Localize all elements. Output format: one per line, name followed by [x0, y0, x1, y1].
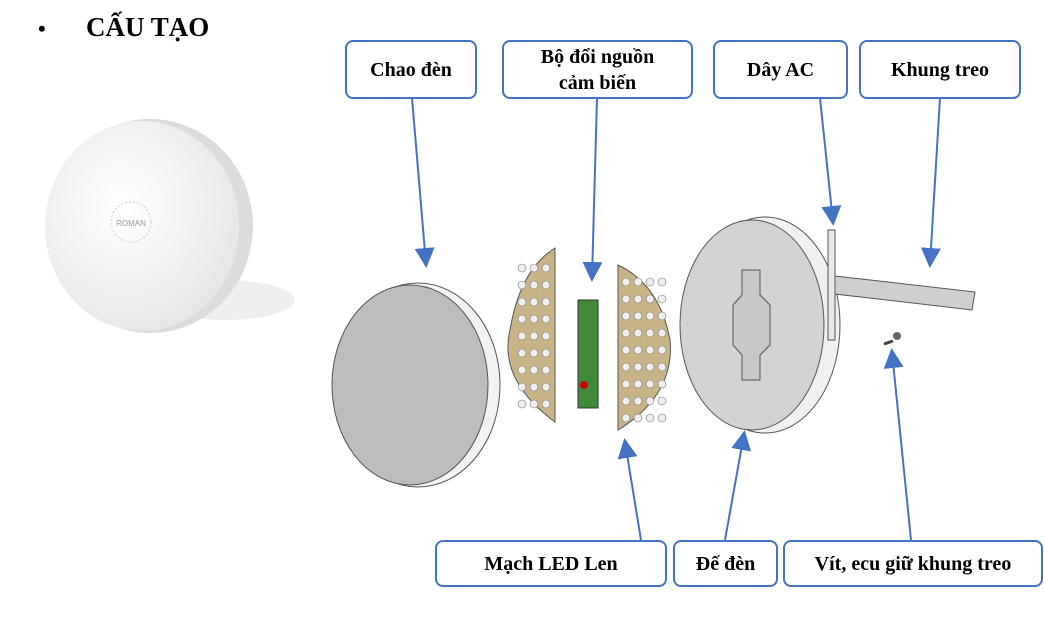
led-dot	[621, 413, 631, 423]
label-khung-treo: Khung treo	[859, 40, 1021, 99]
label-vit-ecu: Vít, ecu giữ khung treo	[783, 540, 1043, 587]
led-dot	[633, 294, 643, 304]
logo-text: ROMAN	[116, 219, 146, 228]
led-dot	[541, 314, 551, 324]
led-dot	[529, 263, 539, 273]
led-dot	[645, 396, 655, 406]
label-de-den: Đế đèn	[673, 540, 778, 587]
led-dot	[621, 379, 631, 389]
led-dot	[621, 311, 631, 321]
led-dot	[529, 348, 539, 358]
led-dot	[621, 294, 631, 304]
led-dot	[517, 331, 527, 341]
arrow-mach-led	[617, 438, 642, 541]
led-dot	[633, 345, 643, 355]
led-dot	[529, 280, 539, 290]
driver-board	[577, 299, 599, 409]
led-dot	[621, 396, 631, 406]
led-dot	[517, 314, 527, 324]
led-dot	[541, 280, 551, 290]
arrow-khung-treo	[920, 97, 941, 268]
led-dot	[517, 365, 527, 375]
led-dot	[517, 382, 527, 392]
led-dot	[657, 311, 667, 321]
led-dot	[621, 362, 631, 372]
led-dot	[657, 345, 667, 355]
led-dot	[633, 277, 643, 287]
label-mach-led: Mạch LED Len	[435, 540, 667, 587]
led-dot	[517, 263, 527, 273]
led-dot	[529, 314, 539, 324]
led-dot	[517, 297, 527, 307]
diffuser-part	[331, 282, 501, 488]
led-dot	[633, 362, 643, 372]
led-dot	[541, 331, 551, 341]
led-dot	[517, 280, 527, 290]
base-part	[679, 216, 841, 434]
led-dot	[529, 399, 539, 409]
arrow-bo-doi-nguon	[582, 97, 603, 282]
led-dot	[657, 362, 667, 372]
led-dot	[645, 328, 655, 338]
arrow-day-ac	[819, 97, 842, 226]
led-dot	[541, 365, 551, 375]
led-dot	[517, 399, 527, 409]
led-dot	[645, 311, 655, 321]
led-dot	[645, 345, 655, 355]
led-dot	[541, 399, 551, 409]
led-dot	[645, 294, 655, 304]
title-text: CẤU TẠO	[86, 12, 210, 42]
arrow-de-den	[724, 430, 752, 541]
led-dot	[541, 297, 551, 307]
arrow-chao-den	[411, 97, 435, 268]
led-dot	[645, 413, 655, 423]
led-dot	[633, 379, 643, 389]
led-dot	[541, 382, 551, 392]
led-dot	[633, 413, 643, 423]
led-dot	[541, 263, 551, 273]
led-dot	[633, 311, 643, 321]
hanging-bracket	[834, 275, 976, 346]
led-dot	[621, 328, 631, 338]
led-dot	[621, 277, 631, 287]
led-dot	[645, 362, 655, 372]
led-dot	[645, 379, 655, 389]
led-dot	[621, 345, 631, 355]
led-dot	[529, 365, 539, 375]
led-dot	[633, 328, 643, 338]
led-dot	[517, 348, 527, 358]
led-dot	[529, 331, 539, 341]
label-day-ac: Dây AC	[713, 40, 848, 99]
led-dot	[633, 396, 643, 406]
led-dot	[645, 277, 655, 287]
slide-title: • CẤU TẠO	[38, 12, 209, 43]
arrow-vit-ecu	[883, 348, 912, 541]
led-dot	[541, 348, 551, 358]
led-dot	[657, 294, 667, 304]
led-dot	[529, 382, 539, 392]
led-dot	[529, 297, 539, 307]
label-chao-den: Chao đèn	[345, 40, 477, 99]
lamp-photo: ROMAN	[45, 119, 295, 333]
led-dot	[657, 396, 667, 406]
led-dot	[657, 328, 667, 338]
led-dot	[657, 277, 667, 287]
led-dot	[657, 379, 667, 389]
led-dot	[657, 413, 667, 423]
bullet: •	[38, 16, 46, 41]
